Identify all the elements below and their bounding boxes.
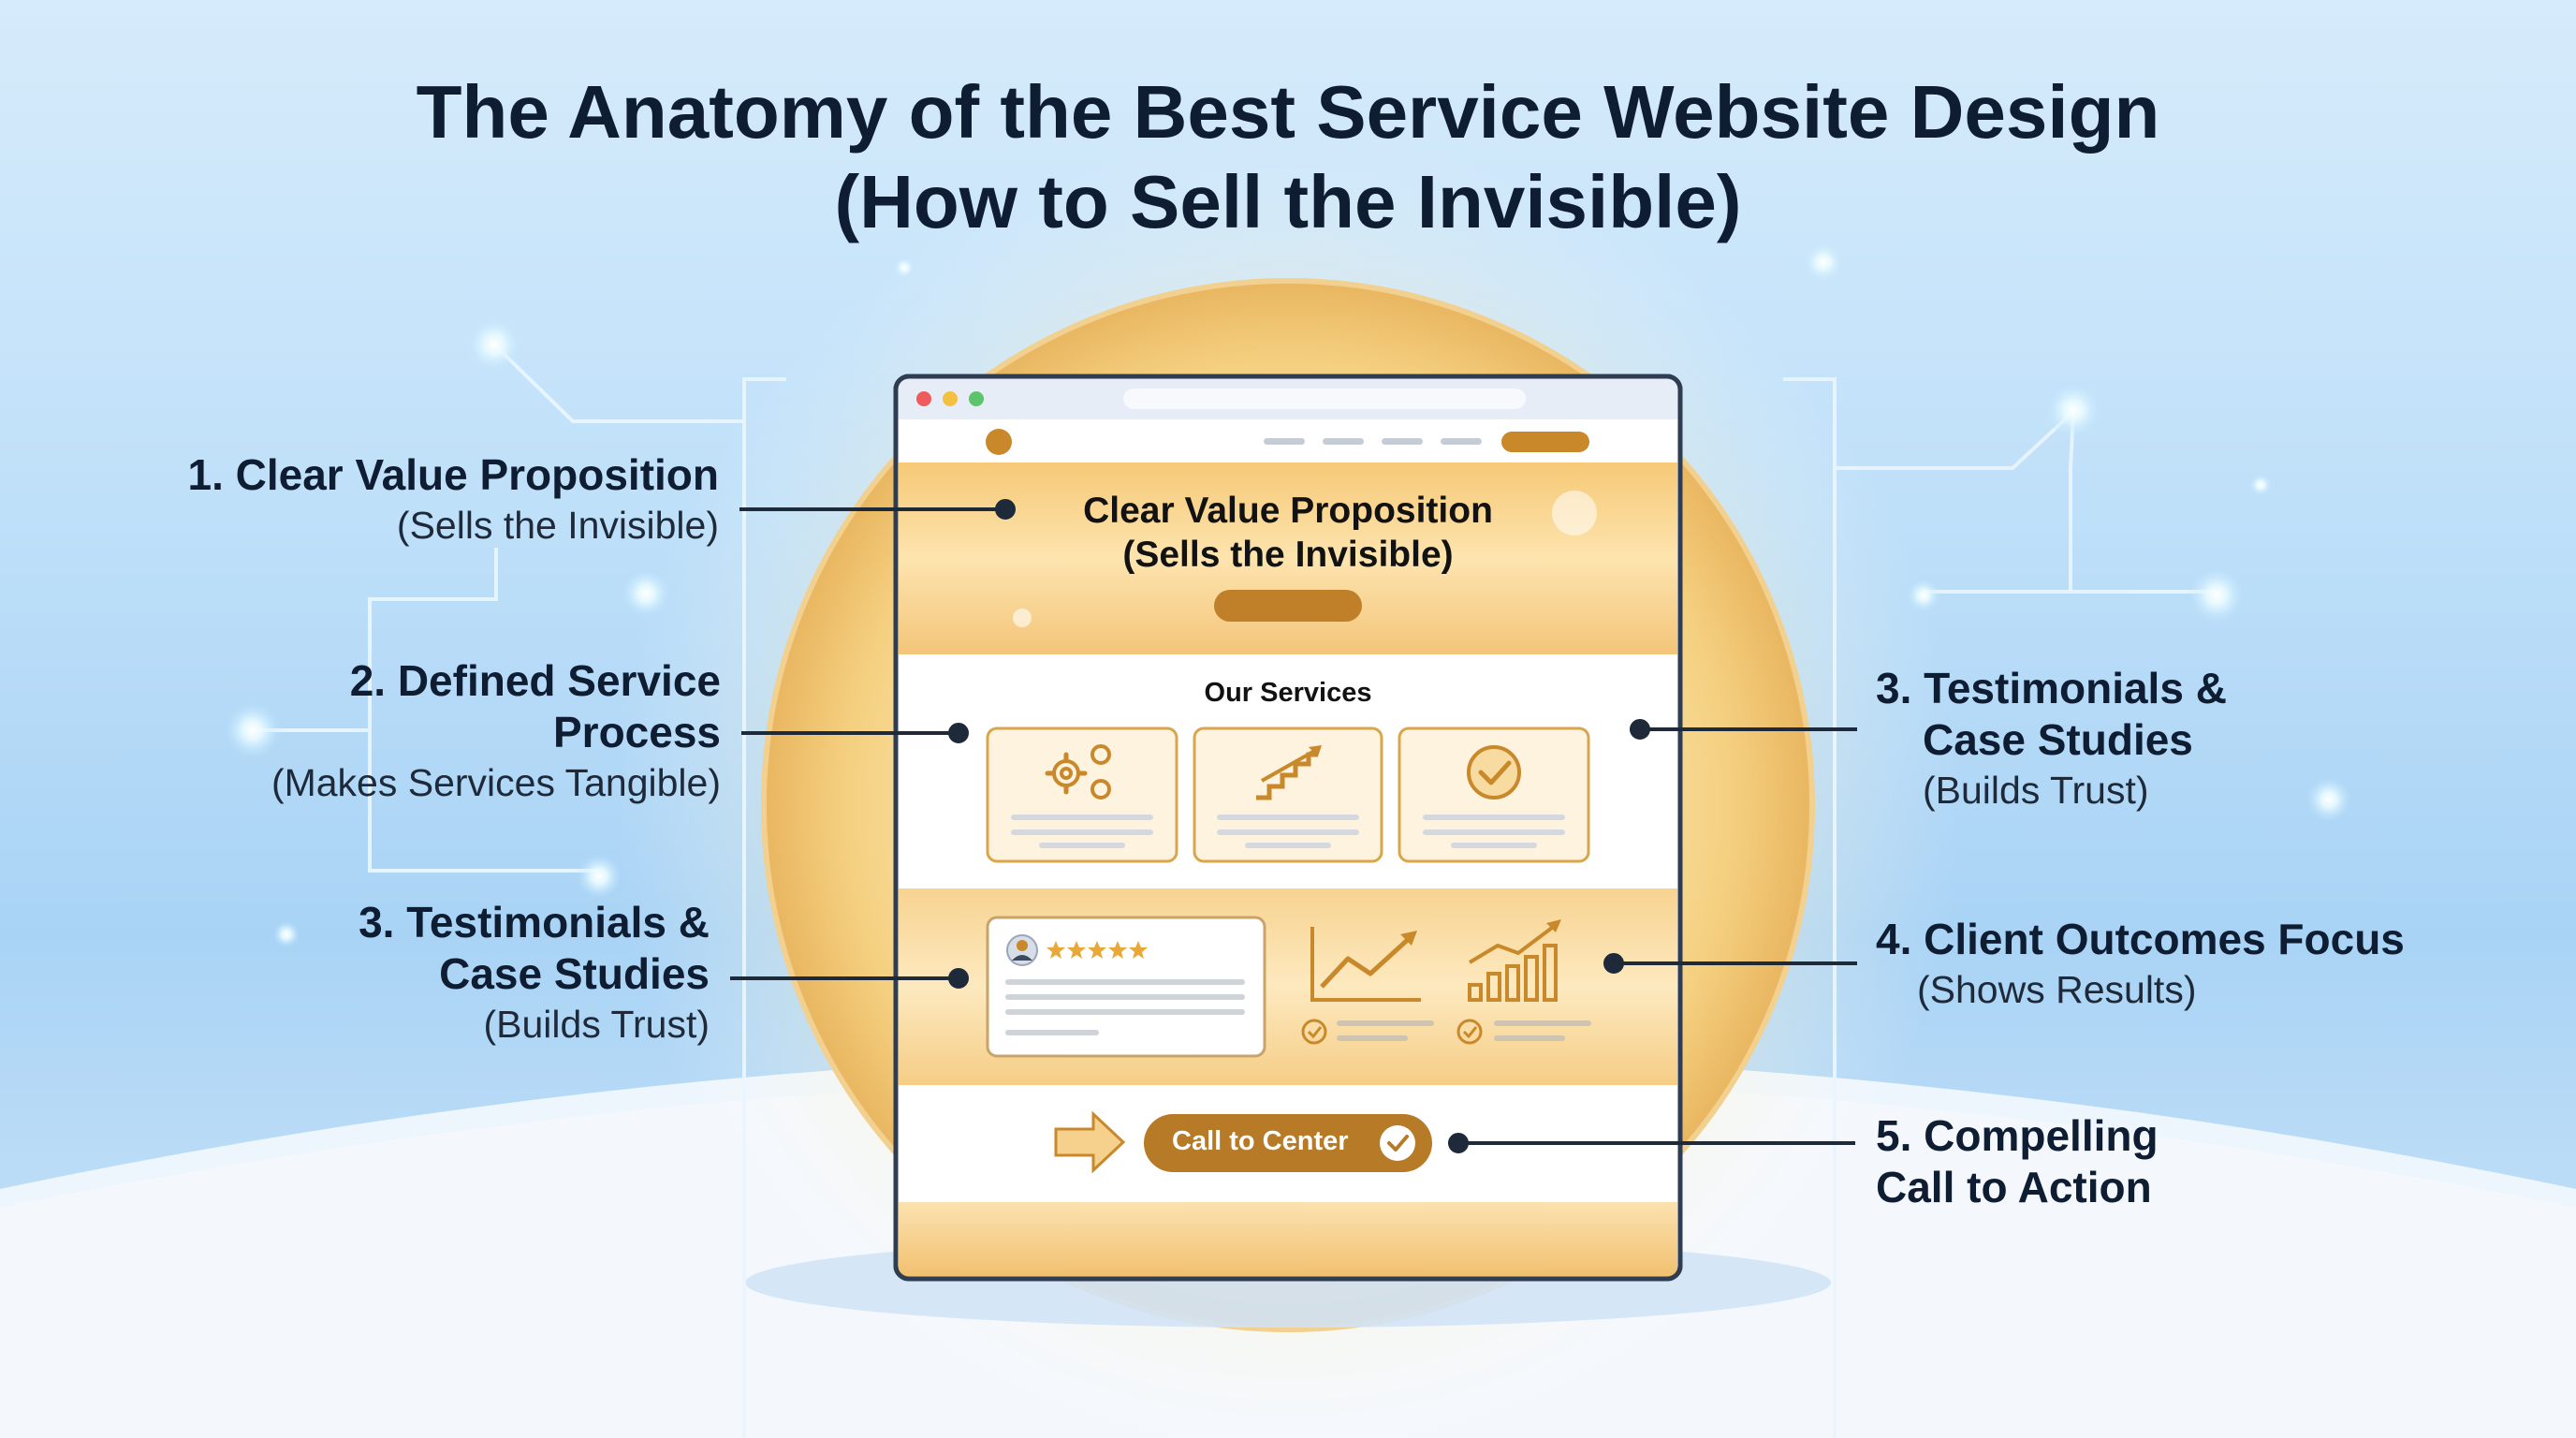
services-heading: Our Services [1204, 678, 1372, 708]
callout-testimonials-right-sub: (Builds Trust) [1923, 769, 2149, 812]
line-chart-icon [1301, 927, 1434, 1045]
callout-call-to-action-title-1: 5. Compelling [1876, 1111, 2159, 1160]
hero-line-1: Clear Value Proposition [1083, 491, 1493, 531]
callout-testimonials-right: 3. Testimonials & Case Studies (Builds T… [1876, 663, 2227, 814]
hero-line-2: (Sells the Invisible) [1122, 535, 1454, 575]
callout-testimonials-left-title-2: Case Studies [439, 949, 710, 998]
callout-testimonials-right-title-1: 3. Testimonials & [1876, 664, 2227, 712]
title-line-1: The Anatomy of the Best Service Website … [416, 70, 2160, 154]
service-card-check [1398, 726, 1590, 863]
callout-client-outcomes-title: 4. Client Outcomes Focus [1876, 915, 2405, 963]
service-card-gears [986, 726, 1178, 863]
callout-service-process-title-2: Process [552, 708, 721, 756]
callout-value-proposition-sub: (Sells the Invisible) [396, 504, 719, 547]
service-card-stairs [1193, 726, 1383, 863]
page-title: The Anatomy of the Best Service Website … [0, 67, 2576, 247]
callout-client-outcomes: 4. Client Outcomes Focus (Shows Results) [1876, 914, 2405, 1014]
callout-service-process-sub: (Makes Services Tangible) [271, 761, 721, 804]
hero-heading: Clear Value Proposition (Sells the Invis… [992, 489, 1584, 577]
arrow-right-icon [1054, 1110, 1126, 1174]
callout-testimonials-left: 3. Testimonials & Case Studies (Builds T… [359, 897, 710, 1049]
cta-button-label[interactable]: Call to Center [1172, 1126, 1349, 1156]
callout-service-process-title-1: 2. Defined Service [349, 656, 721, 705]
callout-client-outcomes-sub: (Shows Results) [1917, 968, 2197, 1011]
callout-testimonials-right-title-2: Case Studies [1923, 715, 2193, 764]
callout-service-process: 2. Defined Service Process (Makes Servic… [271, 655, 721, 807]
callout-testimonials-left-sub: (Builds Trust) [483, 1003, 710, 1046]
testimonial-card [986, 916, 1266, 1058]
callout-call-to-action-title-2: Call to Action [1876, 1163, 2152, 1211]
callout-value-proposition-title: 1. Clear Value Proposition [187, 450, 720, 499]
callout-value-proposition: 1. Clear Value Proposition (Sells the In… [188, 449, 720, 550]
callout-call-to-action: 5. Compelling Call to Action [1876, 1110, 2159, 1213]
title-line-2: (How to Sell the Invisible) [834, 160, 1742, 243]
browser-window [893, 374, 1683, 1282]
sparkle-dots [225, 242, 2351, 947]
callout-testimonials-left-title-1: 3. Testimonials & [359, 898, 710, 946]
bar-chart-icon [1456, 919, 1591, 1045]
